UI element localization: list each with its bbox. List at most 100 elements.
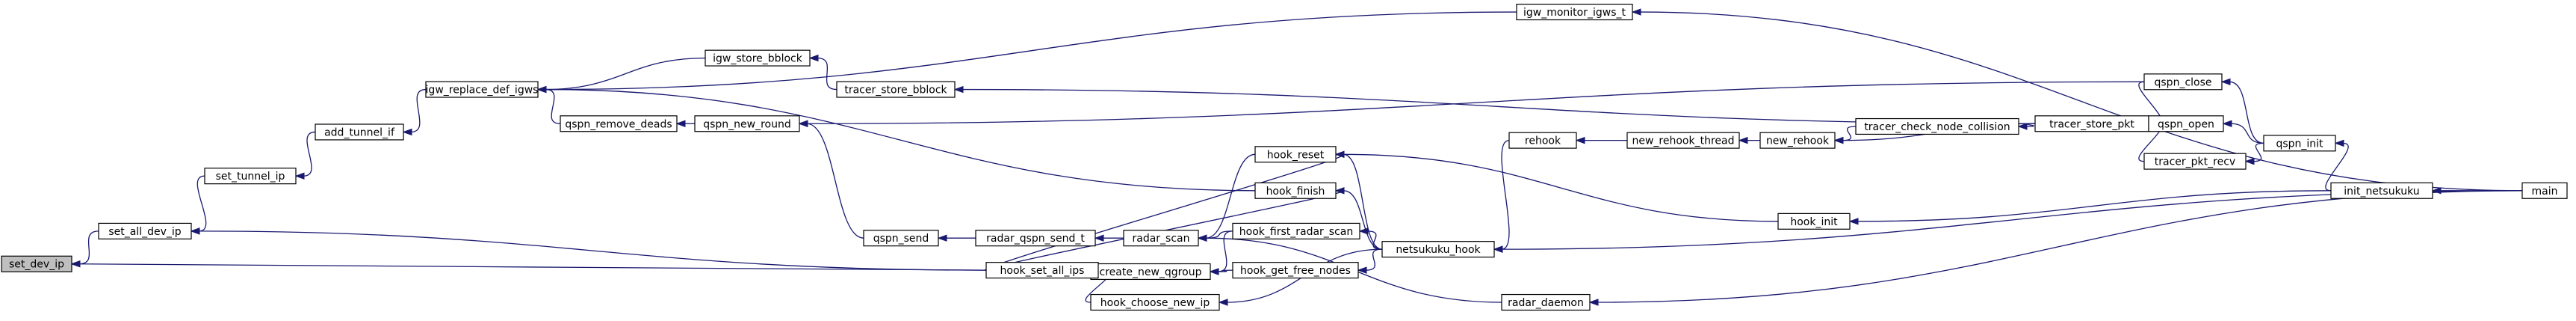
edge-netsukuku_hook-to-hook_get_free_nodes [1357,248,1383,274]
node-radar-qspn-send-t[interactable]: radar_qspn_send_t [975,230,1096,247]
edge-set_tunnel_ip-to-set_all_dev_ip [190,175,207,235]
node-label: radar_daemon [1508,297,1584,309]
node-box [1777,213,1851,230]
edge-line [2325,142,2349,192]
node-hook-finish[interactable]: hook_finish [1254,182,1337,199]
node-radar-scan[interactable]: radar_scan [1123,230,1199,247]
node-label: tracer_check_node_collision [1864,121,2010,133]
edge-init_netsukuku-to-hook_init [1848,190,2332,225]
node-box [98,222,192,239]
edge-arrowhead [1197,234,1207,242]
edge-arrowhead [2244,157,2255,165]
node-hook-init[interactable]: hook_init [1777,213,1851,230]
edge-arrowhead [1358,227,1369,235]
node-box [1,255,72,272]
node-label: hook_choose_new_ip [1100,297,1210,309]
edge-line [806,81,2145,124]
edge-line [1343,153,1779,222]
edge-igw_store_bblock-to-igw_replace_def_igws [536,57,706,94]
edge-qspn_init-to-qspn_open [2222,120,2264,144]
node-tracer-store-bblock[interactable]: tracer_store_bblock [836,81,956,98]
node-new-rehook-thread[interactable]: new_rehook_thread [1626,132,1740,149]
node-hook-set-all-ips[interactable]: hook_set_all_ips [985,262,1099,279]
node-radar-daemon[interactable]: radar_daemon [1501,293,1591,311]
node-qspn-init[interactable]: qspn_init [2263,135,2336,152]
node-hook-get-free-nodes[interactable]: hook_get_free_nodes [1232,262,1359,279]
node-tracer-check-node-collision[interactable]: tracer_check_node_collision [1855,117,2019,135]
node-igw-replace-def-igws[interactable]: igw_replace_def_igws [425,81,539,98]
edge-line [1205,153,1256,239]
edge-line [1343,190,1383,250]
edge-line [2025,123,2036,127]
edge-line [1365,248,1383,271]
node-label: qspn_open [2158,118,2214,130]
node-set-tunnel-ip[interactable]: set_tunnel_ip [204,168,297,185]
node-main[interactable]: main [2521,182,2568,199]
node-qspn-new-round[interactable]: qspn_new_round [694,115,800,132]
edge-arrowhead [2017,123,2028,130]
edge-arrowhead [70,260,81,268]
edge-line [1857,190,2332,222]
edge-arrowhead [1094,234,1104,242]
node-netsukuku-hook[interactable]: netsukuku_hook [1381,241,1495,258]
node-label: qspn_close [2155,76,2212,88]
node-label: igw_replace_def_igws [426,85,539,97]
node-label: qspn_new_round [703,118,791,130]
edge-arrowhead [675,120,686,127]
node-label: tracer_pkt_recv [2155,156,2235,168]
edge-qspn_send-to-qspn_new_round [798,120,864,239]
node-box [836,81,956,98]
node-box [2263,135,2336,152]
node-box [1501,293,1591,311]
edge-arrowhead [190,227,200,235]
node-igw-monitor-igws-t[interactable]: igw_monitor_igws_t [1516,3,1633,21]
edge-arrowhead [2334,139,2344,147]
node-qspn-open[interactable]: qspn_open [2148,115,2224,132]
node-hook-choose-new-ip[interactable]: hook_choose_new_ip [1090,293,1220,311]
edge-line [303,131,316,177]
node-box [1381,241,1495,258]
node-qspn-send[interactable]: qspn_send [863,230,939,247]
node-label: new_rehook [1766,135,1830,147]
node-igw-store-bblock[interactable]: igw_store_bblock [705,49,811,67]
node-label: radar_qspn_send_t [986,233,1085,245]
node-box [315,123,404,141]
node-box [1232,222,1360,239]
node-box [204,168,297,185]
node-box [1254,146,1337,163]
edge-line [1639,11,2523,192]
node-label: hook_first_radar_scan [1239,226,1353,238]
node-qspn-close[interactable]: qspn_close [2143,73,2223,91]
node-create-new-qgroup[interactable]: create_new_qgroup [1090,263,1211,281]
node-box [1254,182,1337,199]
node-box [975,230,1096,247]
edge-tracer_store_pkt-to-tracer_store_bblock [953,85,2036,124]
edge-add_tunnel_if-to-set_tunnel_ip [294,131,316,180]
node-label: qspn_remove_deads [565,118,672,130]
node-set-dev-ip[interactable]: set_dev_ip [1,255,72,272]
node-add-tunnel-if[interactable]: add_tunnel_if [315,123,404,141]
node-set-all-dev-ip[interactable]: set_all_dev_ip [98,222,192,239]
node-tracer-store-pkt[interactable]: tracer_store_pkt [2034,115,2149,132]
edge-igw_monitor_igws_t-to-igw_replace_def_igws [536,11,1517,94]
edge-tracer_store_bblock-to-igw_store_bblock [808,54,837,91]
edge-line [1501,190,2523,250]
edge-radar_qspn_send_t-to-qspn_send [937,234,976,242]
node-init-netsukuku[interactable]: init_netsukuku [2330,182,2433,199]
node-qspn-remove-deads[interactable]: qspn_remove_deads [560,115,678,132]
node-new-rehook[interactable]: new_rehook [1759,132,1836,149]
node-label: tracer_store_bblock [844,85,947,97]
node-tracer-pkt-recv[interactable]: tracer_pkt_recv [2143,153,2247,170]
edge-arrowhead [536,85,547,94]
node-label: rehook [1525,135,1561,147]
node-hook-reset[interactable]: hook_reset [1254,146,1337,163]
edge-tracer_store_pkt-to-tracer_check_node_collision [2017,123,2036,130]
edge-arrowhead [1218,299,1228,306]
edge-qspn_remove_deads-to-igw_replace_def_igws [536,85,561,124]
node-hook-first-radar-scan[interactable]: hook_first_radar_scan [1232,222,1360,239]
node-box [705,49,811,67]
graph-nodes: set_dev_ip set_all_dev_ip set_tunnel_ip add… [1,3,2568,311]
node-rehook[interactable]: rehook [1508,132,1577,149]
edge-line [1842,126,1857,141]
edge-line [2229,81,2264,144]
